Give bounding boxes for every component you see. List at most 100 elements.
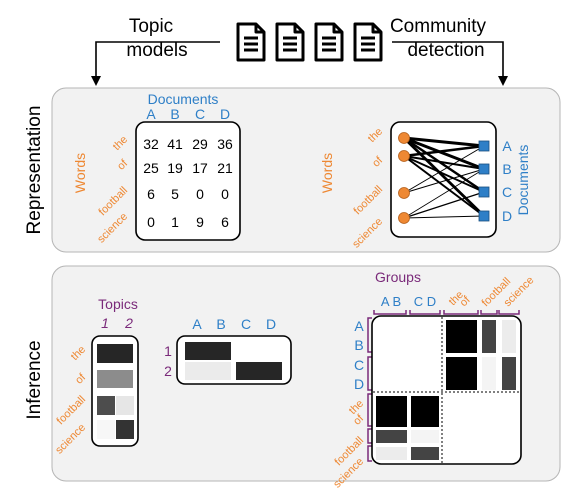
topic-models-arrowhead xyxy=(91,76,101,86)
matrix-cell-football-A: 6 xyxy=(147,186,155,202)
block-docsAB-the xyxy=(446,320,477,353)
word-node-the xyxy=(398,132,410,144)
group-left-A: A xyxy=(354,318,364,334)
matrix-cell-of-B: 19 xyxy=(167,160,183,176)
matrix-cell-science-B: 1 xyxy=(171,214,179,230)
count-matrix: Documents A B C D Words the of football … xyxy=(72,91,241,245)
doctopic-cell-2-CD xyxy=(236,362,282,380)
header: Topic models Community detection xyxy=(91,16,508,86)
matrix-cell-football-B: 5 xyxy=(171,186,179,202)
doc-node-A xyxy=(478,140,490,152)
matrix-documents-title: Documents xyxy=(148,91,219,107)
topic-cell-the-1 xyxy=(97,344,133,363)
topics-frame xyxy=(91,335,139,447)
groups-block-matrix: Groups A B C D the of football science xyxy=(331,269,536,490)
edge-of-B xyxy=(403,155,485,170)
word-node-of xyxy=(398,150,410,162)
bipartite-graph: Words the of football science xyxy=(319,121,531,250)
bracket-top-the xyxy=(443,310,479,315)
topic-models-arrow xyxy=(95,41,220,80)
group-left-D: D xyxy=(354,376,364,392)
bipartite-doc-D: D xyxy=(502,208,512,224)
topic-models-label-line1: Topic xyxy=(129,16,173,37)
bracket-left-of xyxy=(367,428,372,444)
edge-football-B xyxy=(403,168,485,194)
doctopic-cell-2-AB xyxy=(185,362,231,380)
block-football-docsCD xyxy=(411,430,439,443)
matrix-words-axis-label: Words xyxy=(72,153,88,193)
matrix-cell-science-D: 6 xyxy=(221,214,229,230)
bracket-top-docs-CD xyxy=(409,310,441,315)
bracket-left-football xyxy=(367,445,372,462)
group-brackets-top xyxy=(373,310,520,315)
block-the-docsAB xyxy=(376,396,407,427)
document-icon-1 xyxy=(236,22,266,62)
topic-cell-football-2 xyxy=(116,396,134,415)
topics-title: Topics xyxy=(98,296,138,312)
edge-the-C xyxy=(402,136,486,194)
group-top-AB: A B xyxy=(381,294,401,309)
block-docsCD-of xyxy=(482,357,496,390)
matrix-frame xyxy=(135,121,241,241)
word-node-science xyxy=(398,212,410,224)
community-detection-arrow xyxy=(392,41,504,80)
doctopic-col-A: A xyxy=(192,316,202,332)
matrix-cell-the-B: 41 xyxy=(167,136,183,152)
topic-cell-of-1 xyxy=(97,370,133,388)
doc-node-C xyxy=(478,186,490,198)
word-topic-matrix: Topics 1 2 the of football science xyxy=(53,296,139,456)
doctopic-cells xyxy=(185,342,282,380)
doctopic-cell-1-CD xyxy=(236,342,282,360)
block-the-docsCD xyxy=(411,396,439,427)
matrix-cell-of-D: 21 xyxy=(217,160,233,176)
edge-of-C xyxy=(403,155,485,193)
edge-science-C xyxy=(403,191,485,219)
topic-col-2: 2 xyxy=(124,315,133,331)
group-top-CD: C D xyxy=(414,294,436,309)
doc-node-B xyxy=(478,163,490,175)
edge-the-A xyxy=(402,136,486,148)
representation-title: Representation xyxy=(24,106,45,235)
block-docsAB-of xyxy=(482,320,496,353)
matrix-col-C: C xyxy=(195,106,205,122)
topic-cell-science-2 xyxy=(116,420,134,439)
topic-models-label-line2: models xyxy=(126,40,187,61)
bracket-top-football xyxy=(498,310,520,315)
group-brackets-left xyxy=(367,317,372,462)
community-detection-label-line1: Community xyxy=(390,16,487,37)
bipartite-doc-C: C xyxy=(502,184,512,200)
edge-of-A xyxy=(402,144,486,158)
bipartite-edges xyxy=(402,136,486,219)
document-icon-4 xyxy=(353,22,383,62)
matrix-col-A: A xyxy=(146,106,156,122)
inference-panel: Inference Topics 1 2 the of football sci… xyxy=(24,265,561,490)
bracket-top-docs-AB xyxy=(373,310,407,315)
edge-science-D xyxy=(403,215,485,219)
inference-title: Inference xyxy=(24,340,45,419)
bracket-left-docs-AB xyxy=(367,317,372,353)
representation-panel: Representation Documents A B C D Words t… xyxy=(24,87,561,253)
block-science-docsCD xyxy=(411,447,439,460)
document-icon-2 xyxy=(275,22,305,62)
block-docsCD-the xyxy=(446,357,477,390)
edge-science-B xyxy=(403,168,485,219)
groups-title: Groups xyxy=(375,269,421,285)
matrix-cell-of-C: 17 xyxy=(192,160,208,176)
topic-cell-football-1 xyxy=(97,396,115,415)
topic-col-1: 1 xyxy=(101,315,109,331)
block-science-docsAB xyxy=(376,447,407,460)
edge-the-B xyxy=(402,136,486,171)
topics-cells xyxy=(97,344,134,439)
edge-of-D xyxy=(403,155,485,217)
group-left-C: C xyxy=(354,357,364,373)
bipartite-doc-B: B xyxy=(502,161,511,177)
bipartite-documents-axis-label: Documents xyxy=(515,145,531,216)
matrix-cell-the-A: 32 xyxy=(143,136,159,152)
matrix-col-B: B xyxy=(170,106,179,122)
bracket-left-the xyxy=(367,393,372,427)
doc-node-D xyxy=(478,210,490,222)
matrix-cell-science-A: 0 xyxy=(147,214,155,230)
document-topic-matrix: A B C D 1 2 xyxy=(164,316,292,385)
matrix-cell-of-A: 25 xyxy=(143,160,159,176)
